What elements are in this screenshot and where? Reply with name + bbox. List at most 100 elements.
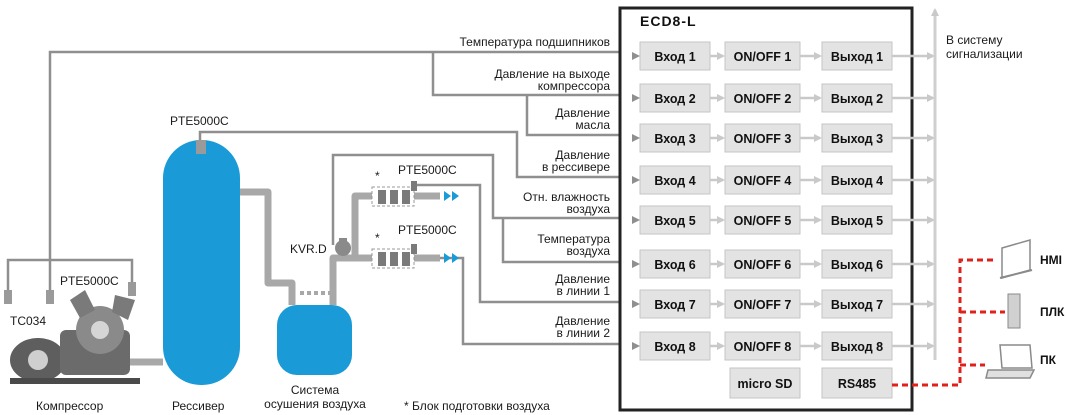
input-box-2 [639,83,711,113]
pte-comp-sensor-b [128,282,136,296]
input-box-label-2: Вход 2 [654,92,695,106]
switch-box-label-3: ON/OFF 3 [734,132,792,146]
pc-label: ПК [1040,353,1057,367]
switch-box-label-4: ON/OFF 4 [734,174,792,188]
input-arrow-4 [632,176,640,184]
signal-5-line-2: воздуха [566,202,610,216]
alarm-label-2: сигнализации [946,47,1023,61]
input-arrow-1 [632,52,640,60]
receiver-tank [163,140,240,385]
switch-box-6 [724,249,801,279]
pte-line1-sensor [411,181,417,191]
input-box-4 [639,165,711,195]
output-box-1 [821,41,893,71]
microsd-box [729,367,801,399]
output-box-label-6: Выход 6 [831,258,883,272]
switch-box-label-7: ON/OFF 7 [734,298,792,312]
rs485-box [821,367,893,399]
output-box-7 [821,289,893,319]
switch-box-label-1: ON/OFF 1 [734,50,792,64]
hmi-label: HMI [1040,253,1062,267]
switch-box-label-5: ON/OFF 5 [734,214,792,228]
output-box-label-3: Выход 3 [831,132,883,146]
compressor-sensor-label: PTE5000C [60,274,119,288]
dryer-label-1: Система [291,383,340,397]
signal-8-line-2: в линии 2 [557,326,611,340]
kvr-label: KVR.D [290,242,327,256]
kvr-valve [335,238,351,256]
switch-box-4 [724,165,801,195]
input-box-8 [639,331,711,361]
switch-box-2 [724,83,801,113]
input-box-5 [639,205,711,235]
input-box-label-4: Вход 4 [654,174,695,188]
signal-4-line-2: в рессивере [542,160,610,174]
microsd-label: micro SD [738,377,793,391]
input-box-label-7: Вход 7 [654,298,695,312]
pte-comp-sensor-a [46,290,54,304]
signal-5-line-1: Отн. влажность [523,190,610,204]
asterisk-2: * [375,231,380,245]
air-prep-block-1 [371,186,415,207]
alarm-label-1: В систему [946,33,1002,47]
rs485-label: RS485 [838,377,876,391]
input-arrow-6 [632,260,640,268]
plc-icon [1007,293,1021,329]
input-box-label-1: Вход 1 [654,50,695,64]
output-box-label-5: Выход 5 [831,214,883,228]
input-box-label-3: Вход 3 [654,132,695,146]
pc-laptop-icon [985,344,1036,379]
pte-line2-sensor [411,244,417,254]
signal-2-line-2: компрессора [538,79,611,93]
output-box-2 [821,83,893,113]
asterisk-1: * [375,169,380,183]
signal-3-line-1: Давление [555,106,610,120]
switch-box-5 [724,205,801,235]
input-arrow-3 [632,134,640,142]
compressor-illustration [10,290,140,384]
tc-sensor-label: TC034 [10,314,46,328]
switch-box-label-2: ON/OFF 2 [734,92,792,106]
output-box-label-8: Выход 8 [831,340,883,354]
line2-sensor-label: PTE5000C [398,223,457,237]
output-box-label-4: Выход 4 [831,174,883,188]
signal-1-line-1: Температура подшипников [459,35,610,49]
output-box-4 [821,165,893,195]
signal-7-line-1: Давление [555,272,610,286]
input-box-7 [639,289,711,319]
tc034-sensor [4,290,12,304]
signal-7-line-2: в линии 1 [557,284,611,298]
signal-2-line-1: Давление на выходе [495,67,611,81]
plc-label: ПЛК [1040,305,1065,319]
output-box-label-7: Выход 7 [831,298,883,312]
output-box-label-1: Выход 1 [831,50,883,64]
dryer-label-2: осушения воздуха [264,397,366,411]
input-box-label-5: Вход 5 [654,214,695,228]
signal-8-line-1: Давление [555,314,610,328]
device-title: ECD8-L [640,13,697,29]
input-arrow-7 [632,300,640,308]
input-arrow-2 [632,94,640,102]
signal-6-line-2: воздуха [566,244,610,258]
compressor-label: Компрессор [36,399,104,413]
footnote: * Блок подготовки воздуха [404,399,550,413]
receiver-sensor [196,140,206,154]
output-box-label-2: Выход 2 [831,92,883,106]
dryer-tank [277,305,352,375]
receiver-sensor-label: PTE5000C [170,114,229,128]
input-box-6 [639,249,711,279]
input-box-label-6: Вход 6 [654,258,695,272]
signal-6-line-1: Температура [537,232,610,246]
input-arrow-8 [632,342,640,350]
switch-box-8 [724,331,801,361]
air-prep-block-2 [371,248,415,269]
switch-box-label-6: ON/OFF 6 [734,258,792,272]
network-lines [892,258,1005,387]
device-rows: Вход 1 ON/OFF 1 Выход 1 Вход 2 ON/OFF 2 Выход… [632,41,935,361]
signal-4-line-1: Давление [555,148,610,162]
signal-3-line-2: масла [575,118,610,132]
input-box-label-8: Вход 8 [654,340,695,354]
signal-lines [6,50,640,346]
input-arrow-5 [632,216,640,224]
